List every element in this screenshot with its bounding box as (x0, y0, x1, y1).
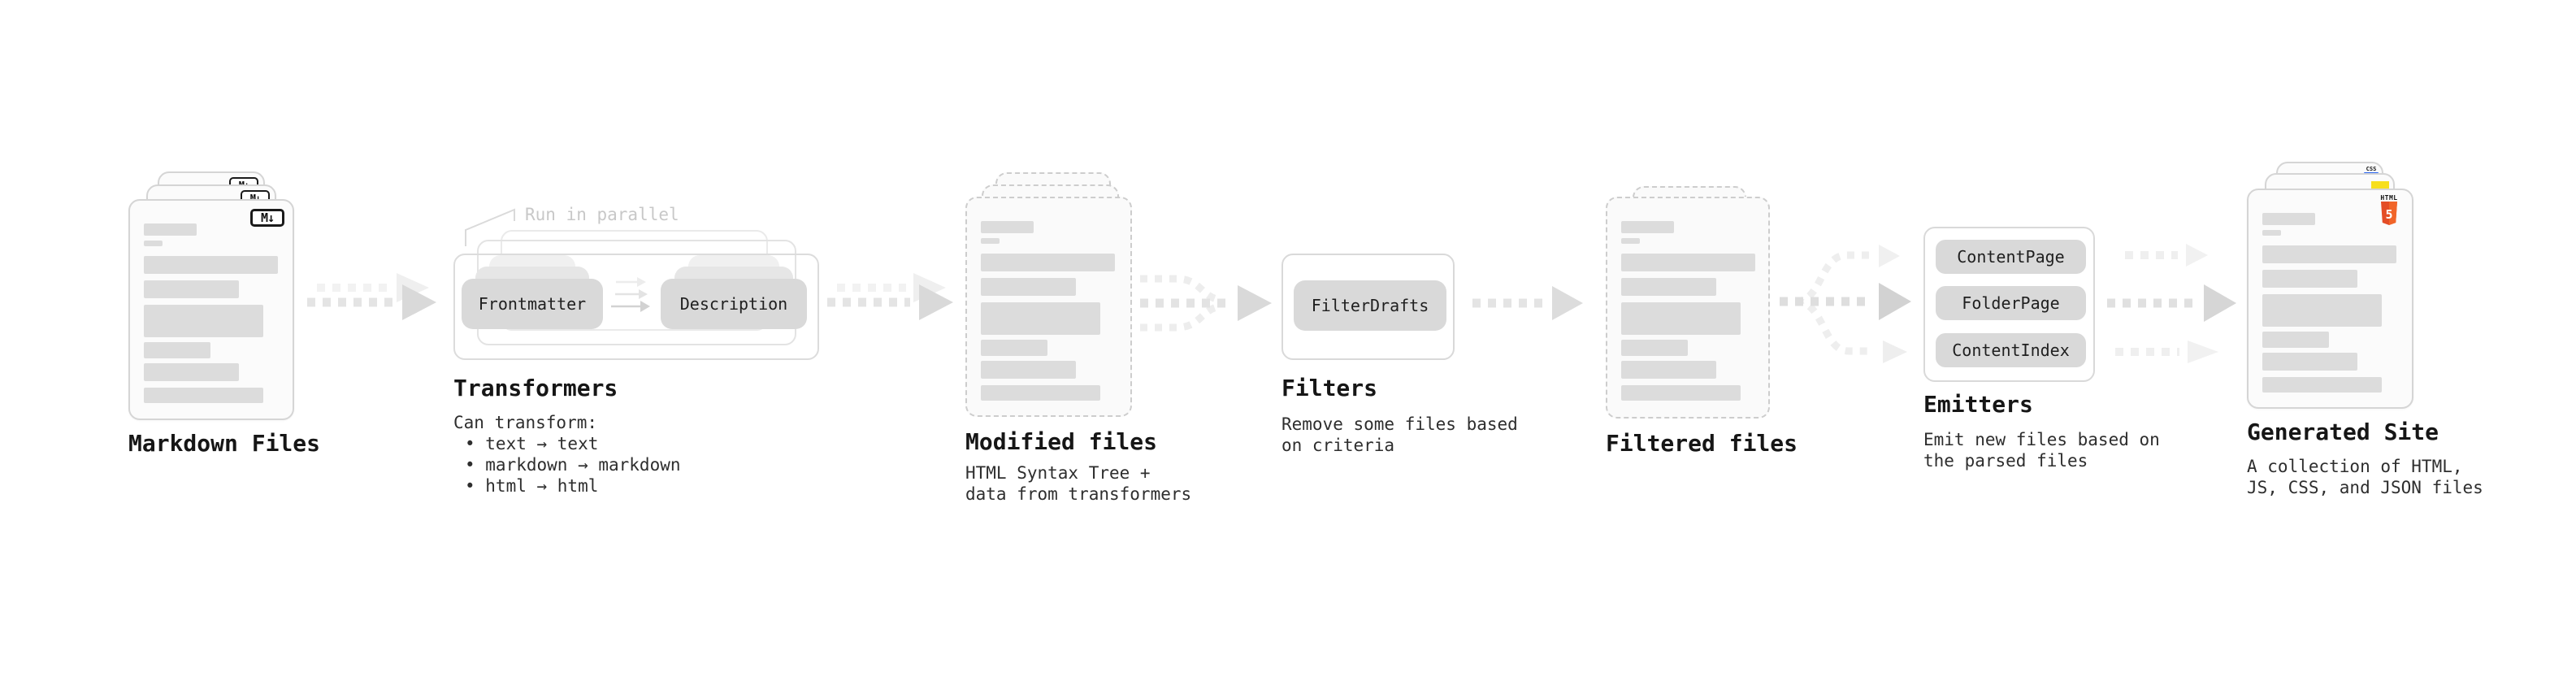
arrow-emitters-to-site (2107, 244, 2236, 363)
modified-doc-front (965, 197, 1132, 417)
content-bar (981, 361, 1076, 379)
contentindex-pill: ContentIndex (1936, 333, 2086, 367)
markdown-icon: M↓ (250, 209, 284, 227)
content-bar (144, 388, 263, 403)
caption-bullet: • html → html (465, 476, 599, 496)
caption-bullet: • text → text (465, 434, 599, 453)
arrow-transformers-to-modified (827, 273, 953, 320)
generated-site-stack: CSS HTML 5 (2247, 162, 2442, 422)
content-bar (2262, 245, 2396, 263)
html5-shield: 5 (2381, 202, 2397, 225)
arrow-filters-to-filtered (1472, 286, 1583, 320)
markdown-files-stack: M↓ M↓ M↓ (128, 171, 323, 432)
folderpage-pill: FolderPage (1936, 286, 2086, 320)
emitters-panel: ContentPage FolderPage ContentIndex (1923, 227, 2095, 382)
emitters-caption: Emit new files based on the parsed files (1923, 429, 2160, 471)
content-bar (1621, 278, 1716, 296)
caption-line: Can transform: (453, 413, 598, 432)
caption-line: HTML Syntax Tree + (965, 463, 1151, 483)
caption-line: JS, CSS, and JSON files (2247, 478, 2483, 497)
content-bar (2262, 230, 2281, 236)
filters-panel: FilterDrafts (1281, 254, 1455, 360)
description-pill: Description (661, 279, 807, 329)
generated-site-label: Generated Site (2247, 419, 2439, 445)
content-bar (1621, 221, 1674, 233)
content-bar (981, 278, 1076, 296)
content-bar (2262, 353, 2357, 371)
caption-line: data from transformers (965, 484, 1192, 504)
contentpage-pill: ContentPage (1936, 240, 2086, 274)
content-bar (2262, 294, 2382, 327)
content-bar (981, 385, 1100, 401)
content-bar (2262, 213, 2315, 225)
content-bar (981, 302, 1100, 335)
html5-icon: HTML 5 (2380, 195, 2398, 230)
content-bar (981, 221, 1034, 233)
run-in-parallel-annotation: Run in parallel (525, 205, 679, 224)
filters-label: Filters (1281, 375, 1378, 401)
content-bar (144, 223, 197, 236)
content-bar (1621, 238, 1640, 244)
modified-files-label: Modified files (965, 428, 1158, 455)
caption-bullet: • markdown → markdown (465, 455, 681, 475)
caption-line: the parsed files (1923, 451, 2088, 471)
markdown-doc-front: M↓ (128, 199, 294, 420)
site-doc-html: HTML 5 (2247, 189, 2413, 409)
arrow-markdown-to-transformers (307, 273, 436, 320)
modified-files-caption: HTML Syntax Tree + data from transformer… (965, 462, 1191, 505)
content-bar (1621, 254, 1755, 271)
transformers-group: Frontmatter Description (453, 230, 821, 362)
markdown-files-label: Markdown Files (128, 430, 321, 457)
generated-site-caption: A collection of HTML, JS, CSS, and JSON … (2247, 456, 2483, 498)
js-icon (2371, 181, 2389, 189)
doc-content (1607, 198, 1768, 401)
transformers-label: Transformers (453, 375, 618, 401)
transformer-frame-front (453, 254, 819, 360)
content-bar (144, 256, 278, 274)
frontmatter-pill: Frontmatter (462, 279, 603, 329)
content-bar (144, 305, 263, 337)
doc-content (2249, 190, 2412, 393)
content-bar (1621, 361, 1716, 379)
emitters-label: Emitters (1923, 391, 2033, 418)
filterdrafts-pill: FilterDrafts (1294, 280, 1446, 331)
content-bar (1621, 385, 1741, 401)
transformers-caption: Can transform: • text → text • markdown … (453, 412, 681, 497)
content-bar (144, 241, 163, 246)
doc-content (967, 198, 1130, 401)
content-bar (1621, 340, 1688, 356)
css-icon-label: CSS (2366, 166, 2377, 172)
caption-line: on criteria (1281, 436, 1395, 455)
caption-line: A collection of HTML, (2247, 457, 2463, 476)
content-bar (2262, 332, 2329, 348)
html5-number: 5 (2385, 207, 2392, 222)
content-bar (2262, 377, 2382, 393)
content-bar (981, 238, 1000, 244)
doc-content (130, 201, 293, 403)
filtered-doc-front (1606, 197, 1770, 419)
content-bar (981, 340, 1047, 356)
content-bar (1621, 302, 1741, 335)
caption-line: Emit new files based on (1923, 430, 2160, 449)
filters-caption: Remove some files based on criteria (1281, 414, 1518, 456)
content-bar (144, 363, 239, 381)
filtered-files-label: Filtered files (1606, 430, 1798, 457)
filtered-files-stack (1606, 186, 1801, 446)
content-bar (2262, 270, 2357, 288)
content-bar (144, 342, 210, 358)
html5-icon-label: HTML (2380, 194, 2398, 202)
content-bar (144, 280, 239, 298)
content-bar (981, 254, 1115, 271)
modified-files-stack (965, 172, 1160, 432)
caption-line: Remove some files based (1281, 414, 1518, 434)
